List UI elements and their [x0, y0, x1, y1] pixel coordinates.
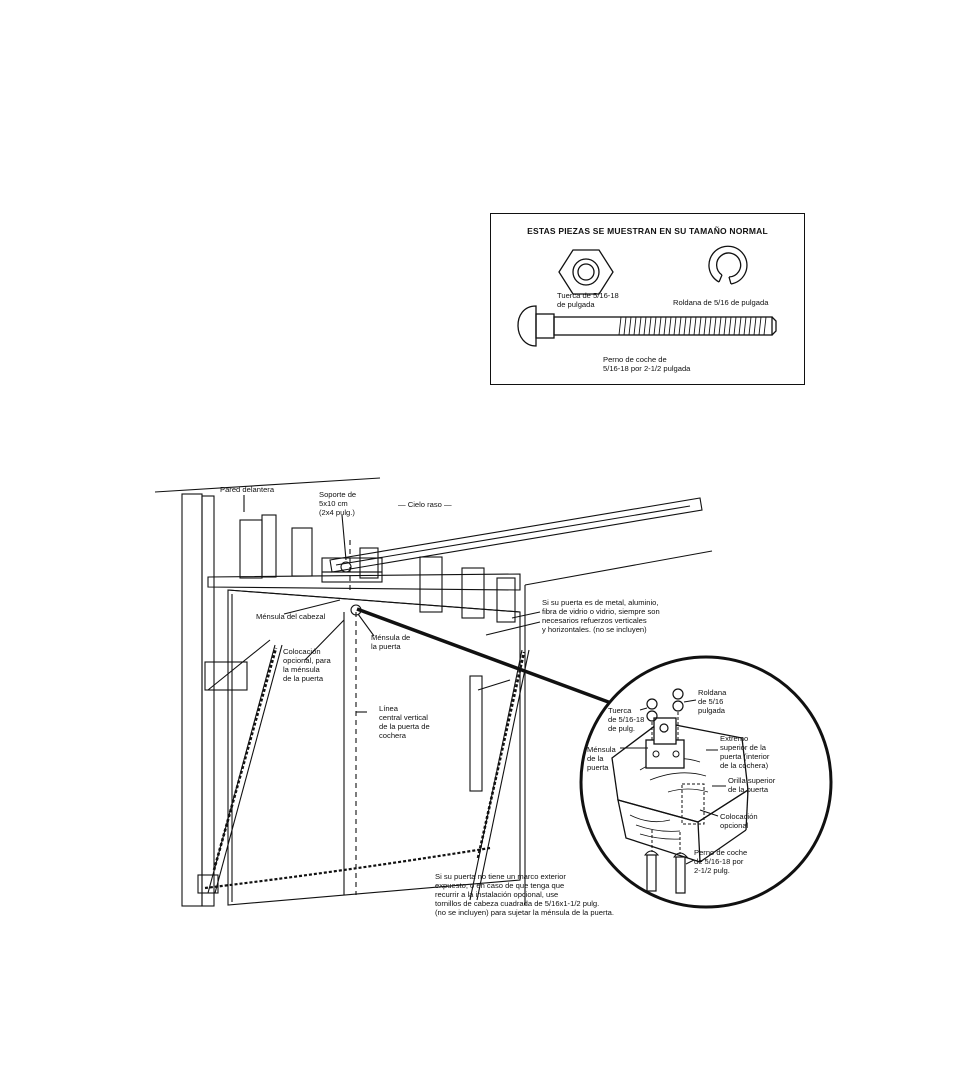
door-bracket-label: Ménsula de la puerta: [371, 633, 411, 651]
header-bracket-label: Ménsula del cabezal: [256, 612, 326, 621]
frame-note: Si su puerta no tiene un marco exterior …: [435, 872, 614, 917]
detail-magnifier: [579, 655, 833, 909]
detail-bolt-label: Perno de coche de 5/16-18 por 2-1/2 pulg…: [694, 848, 748, 875]
front-wall-label: Pared delantera: [220, 485, 275, 494]
carriage-bolt-icon: [517, 305, 777, 347]
washer-label: Roldana de 5/16 de pulgada: [673, 298, 769, 307]
actual-size-parts-box: ESTAS PIEZAS SE MUESTRAN EN SU TAMAÑO NO…: [490, 213, 805, 385]
detail-washer-label: Roldana de 5/16 pulgada: [698, 688, 727, 715]
detail-door-top-edge-label: Orilla superior de la puerta: [728, 776, 776, 794]
lock-washer-icon: [708, 245, 748, 285]
optional-placement-label: Colocación opcional, para la ménsula de …: [283, 647, 331, 683]
detail-nut-label: Tuerca de 5/16-18 de pulg.: [608, 706, 645, 733]
support-label: Soporte de 5x10 cm (2x4 pulg.): [319, 490, 357, 517]
nut-label: Tuerca de 5/16-18 de pulgada: [557, 291, 619, 309]
parts-drawing: [517, 245, 777, 347]
bolt-label: Perno de coche de 5/16-18 por 2-1/2 pulg…: [603, 355, 691, 373]
detail-door-bracket-label: Ménsula de la puerta: [587, 745, 616, 772]
detail-door-top-end-label: Extremo superior de la puerta (interior …: [720, 734, 770, 770]
ceiling-label: — Cielo raso —: [398, 500, 452, 509]
parts-box-title: ESTAS PIEZAS SE MUESTRAN EN SU TAMAÑO NO…: [527, 226, 768, 236]
reinforcement-note: Si su puerta es de metal, aluminio, fibr…: [542, 598, 660, 634]
hex-nut-icon: [558, 249, 614, 295]
centerline-label: Línea central vertical de la puerta de c…: [379, 704, 430, 740]
detail-optional-label: Colocación opcional: [720, 812, 758, 830]
